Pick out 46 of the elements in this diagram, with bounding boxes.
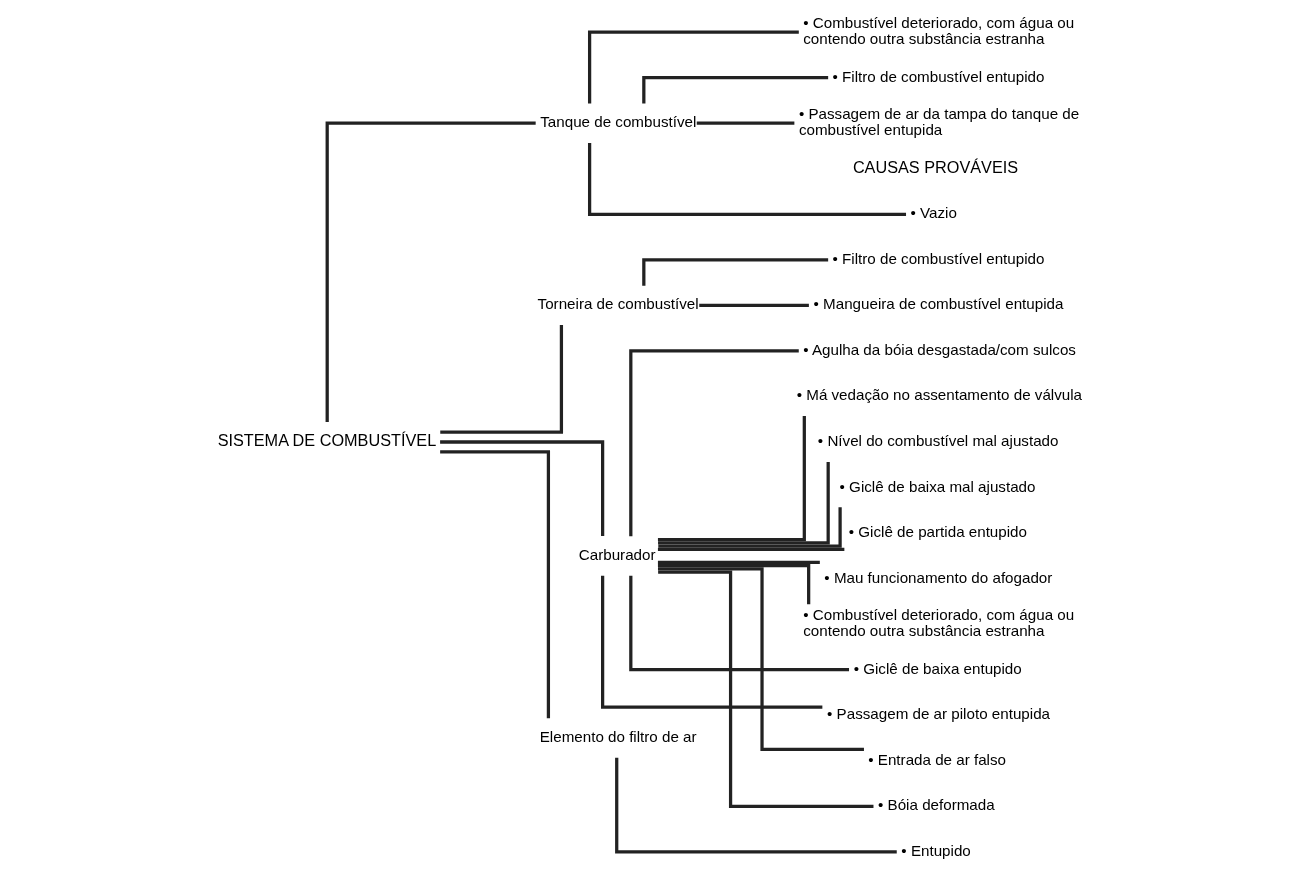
node-text: • Giclê de baixa mal ajustado (839, 477, 1035, 495)
node-text: • Filtro de combustível entupido (832, 249, 1044, 267)
node-text: • Vazio (910, 204, 957, 222)
node-text: Tanque de combustível (539, 113, 696, 131)
node-text: • Entupido (900, 841, 971, 859)
connector (641, 258, 828, 286)
node-text: • Combustível deteriorado, com água ou contendo outra substância estranha (802, 13, 1074, 48)
node-text: • Mau funcionamento do afogador (823, 568, 1052, 586)
node-text: • Mangueira de combustível entupida (813, 295, 1063, 313)
node-text: SISTEMA DE COMBUSTÍVEL (217, 430, 436, 449)
connector (439, 450, 550, 719)
connector (657, 560, 820, 564)
node-text: • Giclê de partida entupido (848, 523, 1027, 541)
node-text: • Passagem de ar da tampa do tanque de combustível entupida (798, 105, 1079, 139)
connector (657, 570, 873, 808)
node-text: Carburador (578, 545, 656, 563)
node-text: • Bóia deformada (877, 796, 995, 814)
node-text: • Agulha da bóia desgastada/com sulcos (802, 340, 1076, 358)
connector (439, 324, 563, 434)
label: CAUSAS PROVÁVEIS (852, 157, 1018, 176)
connector (628, 349, 799, 537)
node-text: Torneira de combustível (537, 295, 699, 313)
node-text: • Má vedação no assentamento de válvula (796, 386, 1082, 404)
node-text: • Filtro de combustível entupido (832, 67, 1044, 85)
connector (587, 30, 799, 104)
connector (698, 303, 809, 307)
node-text: Elemento do filtro de ar (539, 728, 697, 746)
node-text: • Combustível deteriorado, com água ou contendo outra substância estranha (802, 606, 1074, 640)
connector (325, 121, 536, 423)
connector (657, 547, 844, 551)
connector (696, 121, 794, 125)
node-text: • Passagem de ar piloto entupida (826, 705, 1050, 723)
node-text: • Entrada de ar falso (867, 750, 1006, 768)
connector (657, 416, 806, 542)
node-text: • Giclê de baixa entupido (853, 659, 1022, 677)
connector (587, 142, 906, 216)
connector (628, 575, 849, 672)
connector (614, 757, 897, 854)
node-text: • Nível do combustível mal ajustado (817, 432, 1058, 450)
connector (439, 440, 604, 537)
connector (657, 507, 842, 548)
connector (657, 567, 864, 752)
connector (657, 461, 830, 545)
connector (657, 564, 810, 605)
connector (600, 575, 822, 709)
connector (641, 76, 828, 104)
